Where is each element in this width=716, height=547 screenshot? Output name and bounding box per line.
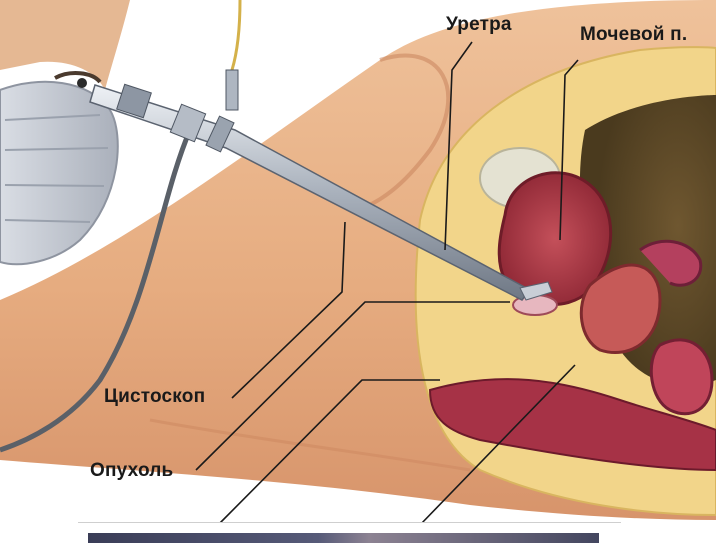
- rectum: [651, 340, 712, 414]
- label-tumor: Опухоль: [90, 460, 173, 482]
- label-cystoscope: Цистоскоп: [104, 386, 205, 408]
- embedded-image-strip: [78, 522, 621, 543]
- surgeon-head-icon: [0, 0, 130, 264]
- label-bladder: Мочевой п.: [580, 24, 687, 46]
- label-urethra: Уретра: [446, 14, 512, 36]
